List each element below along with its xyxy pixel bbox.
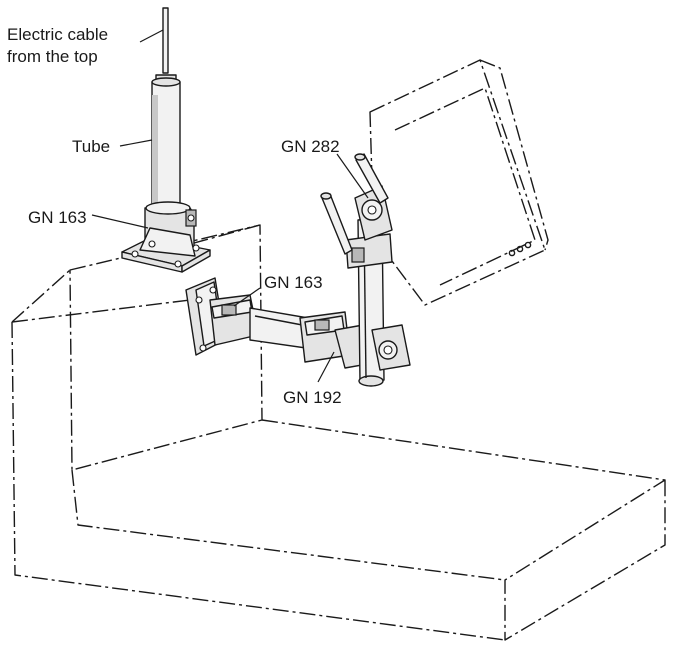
leader-tube — [119, 139, 153, 147]
swivel-clamp-assembly — [320, 153, 393, 269]
machine-body-outline — [11, 224, 666, 641]
label-tube: Tube — [72, 137, 110, 156]
leader-lines — [91, 29, 369, 383]
label-gn163-arm: GN 163 — [264, 273, 323, 292]
vertical-tube-assembly — [121, 7, 211, 273]
label-gn192: GN 192 — [283, 388, 342, 407]
leader-gn163-arm — [233, 287, 261, 307]
leader-gn282 — [336, 153, 369, 199]
label-electric-cable-line2: from the top — [7, 47, 98, 66]
label-gn282: GN 282 — [281, 137, 340, 156]
label-electric-cable-line1: Electric cable — [7, 25, 108, 44]
labels: Electric cable from the top Tube GN 163 … — [7, 25, 342, 407]
leader-gn163-base — [91, 214, 149, 229]
label-gn163-base: GN 163 — [28, 208, 87, 227]
leader-electric-cable — [139, 29, 164, 43]
monitor-outline — [369, 59, 549, 306]
leader-gn192 — [317, 351, 335, 383]
horizontal-arm-assembly — [185, 217, 411, 387]
